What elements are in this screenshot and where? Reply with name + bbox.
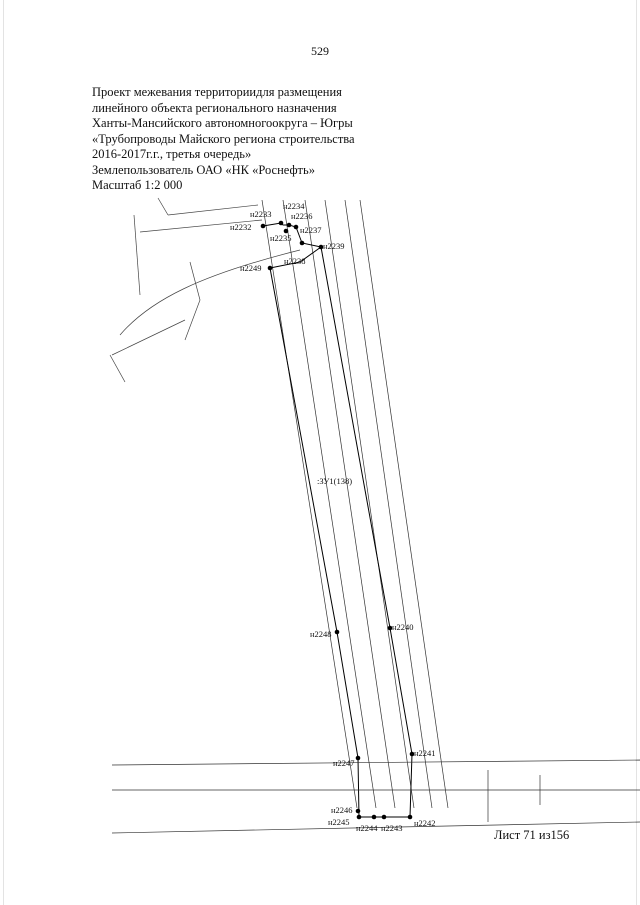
document-header: Проект межевания территориидля размещени… bbox=[92, 85, 422, 194]
survey-point bbox=[318, 244, 324, 250]
sheet-label: Лист 71 из156 bbox=[494, 828, 570, 842]
survey-point bbox=[407, 814, 413, 820]
point-label: н2245 bbox=[328, 817, 350, 827]
boundary-points bbox=[260, 220, 415, 820]
survey-point bbox=[267, 265, 273, 271]
header-line: Ханты-Мансийского автономногоокруга – Юг… bbox=[92, 116, 353, 130]
point-label: н2244 bbox=[356, 823, 378, 833]
scan-edge-right bbox=[636, 0, 637, 905]
point-label: н2239 bbox=[323, 241, 345, 251]
point-label: н2243 bbox=[381, 823, 403, 833]
header-line: Землепользователь ОАО «НК «Роснефть» bbox=[92, 162, 315, 177]
contour-line bbox=[184, 261, 201, 341]
point-label: н2237 bbox=[300, 225, 322, 235]
survey-point bbox=[283, 228, 289, 234]
survey-point bbox=[278, 220, 284, 226]
survey-point bbox=[334, 629, 340, 635]
point-label: н2238 bbox=[284, 256, 306, 266]
parcel-label: :ЗУ1(138) bbox=[317, 476, 352, 486]
boundary-segment bbox=[269, 246, 413, 818]
point-label: н2236 bbox=[291, 211, 313, 221]
survey-point bbox=[286, 222, 292, 228]
background-contours bbox=[109, 197, 301, 383]
point-label: н2247 bbox=[333, 758, 355, 768]
contour-line bbox=[139, 219, 263, 233]
corridor-line bbox=[261, 199, 358, 809]
point-label: н2242 bbox=[414, 818, 436, 828]
point-label: н2249 bbox=[240, 263, 262, 273]
corridor-line bbox=[304, 199, 396, 809]
corridor-line bbox=[359, 199, 449, 809]
contour-line bbox=[109, 354, 126, 383]
survey-point bbox=[381, 814, 387, 820]
boundary-polyline bbox=[262, 222, 413, 818]
road-corridor bbox=[261, 199, 449, 809]
survey-point bbox=[371, 814, 377, 820]
header-line: 2016-2017г.г., третья очередь» bbox=[92, 147, 252, 161]
point-label: н2241 bbox=[414, 748, 436, 758]
point-label: н2235 bbox=[270, 233, 292, 243]
contour-line bbox=[157, 197, 169, 216]
survey-point bbox=[355, 808, 361, 814]
contour-line bbox=[167, 204, 259, 216]
scale-label: Масштаб 1:2 000 bbox=[92, 178, 183, 192]
header-line: Проект межевания территориидля размещени… bbox=[92, 85, 342, 99]
point-label: н2246 bbox=[331, 805, 353, 815]
point-label: н2232 bbox=[230, 222, 252, 232]
point-label: н2248 bbox=[310, 629, 332, 639]
point-label: н2234 bbox=[283, 201, 305, 211]
contour-line bbox=[119, 249, 301, 336]
point-label: н2233 bbox=[250, 209, 272, 219]
point-labels: н2232 н2233 н2234 н2235 н2236 н2237 н223… bbox=[230, 201, 436, 833]
road-edge bbox=[111, 759, 640, 766]
contour-line bbox=[111, 319, 186, 356]
contour-line bbox=[133, 214, 141, 296]
road-edge bbox=[111, 821, 640, 834]
survey-point bbox=[387, 625, 393, 631]
survey-point bbox=[260, 223, 266, 229]
corridor-line bbox=[282, 199, 377, 809]
corridor-line bbox=[324, 199, 415, 809]
corridor-line bbox=[344, 199, 433, 809]
page-number: 529 bbox=[311, 44, 329, 58]
survey-point bbox=[409, 751, 415, 757]
survey-point bbox=[355, 755, 361, 761]
header-line: линейного объекта регионального назначен… bbox=[92, 100, 337, 115]
header-line: «Трубопроводы Майского региона строитель… bbox=[92, 131, 355, 146]
survey-point bbox=[356, 814, 362, 820]
bottom-road bbox=[111, 759, 640, 834]
survey-point bbox=[293, 224, 299, 230]
scan-edge-left bbox=[3, 0, 4, 905]
point-label: н2240 bbox=[392, 622, 414, 632]
survey-point bbox=[299, 240, 305, 246]
